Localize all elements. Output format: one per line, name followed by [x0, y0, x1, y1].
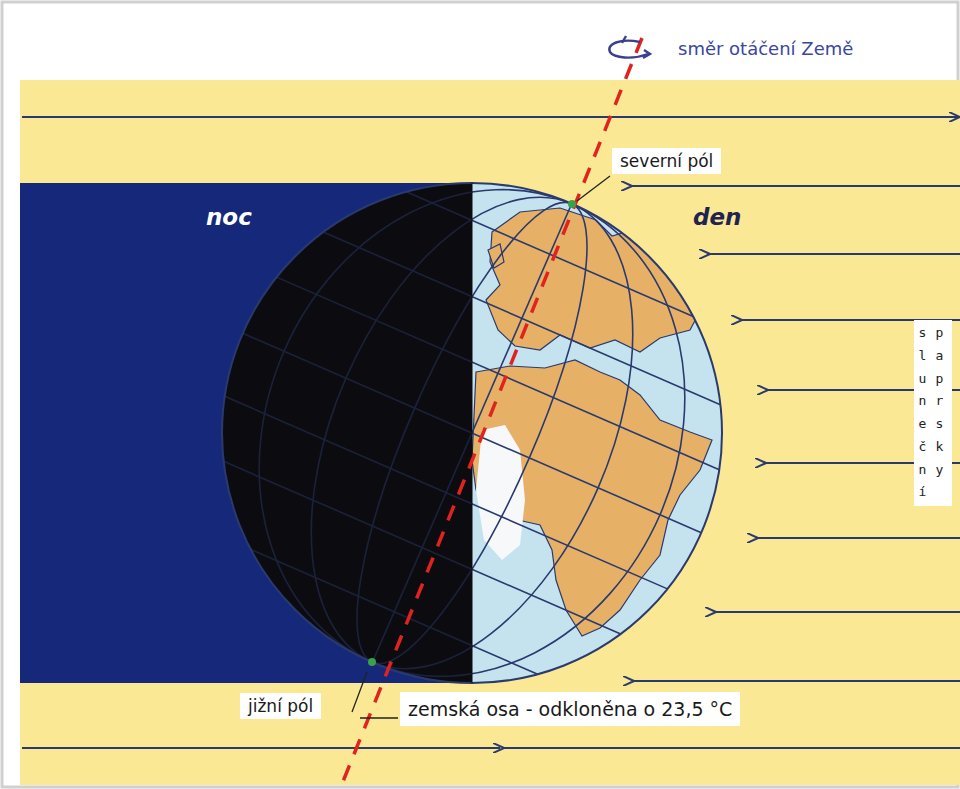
sun-rays	[22, 117, 960, 748]
rays-label-box: sluneční paprsky	[914, 320, 952, 506]
earth-axis	[340, 38, 642, 789]
rotation-caption: směr otáčení Země	[678, 38, 853, 59]
globe	[143, 104, 801, 762]
rotation-symbol	[609, 36, 650, 58]
axis-label: zemská osa - odkloněna o 23,5 °C	[400, 692, 740, 726]
pole-label: jižní pól	[240, 693, 321, 719]
rays-label: paprsky	[933, 322, 946, 481]
pole-label: severní pól	[612, 148, 721, 174]
day-label: den	[693, 204, 741, 230]
night-label: noc	[206, 204, 252, 230]
rays-label: sluneční	[916, 322, 929, 504]
leader-lines	[352, 176, 610, 718]
